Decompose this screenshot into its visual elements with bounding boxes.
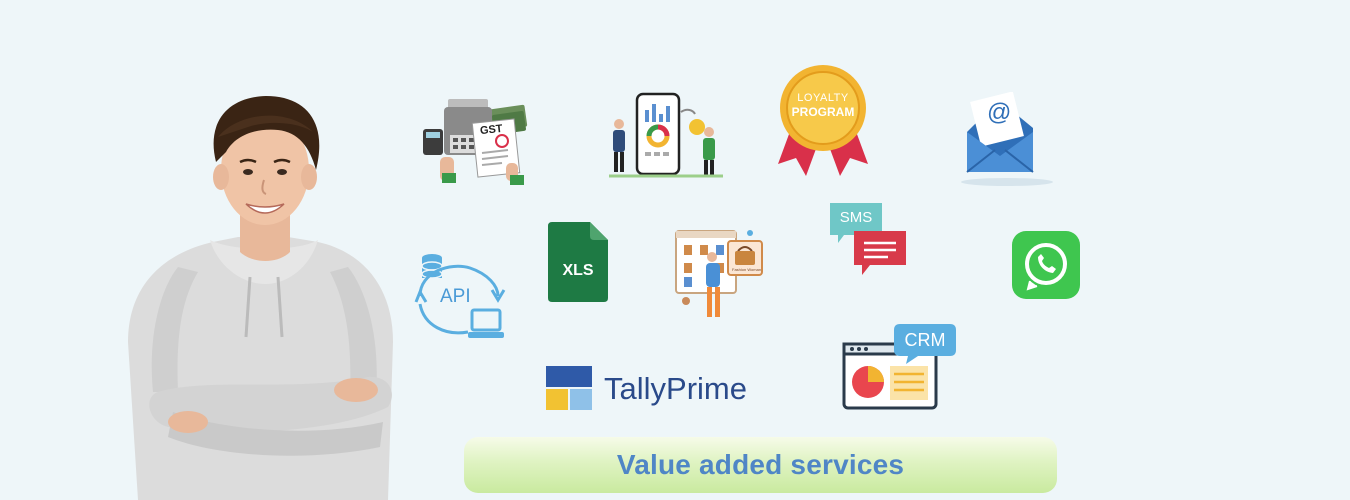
gst-label: GST	[479, 122, 504, 138]
banner-text: Value added services	[616, 449, 905, 480]
whatsapp-icon	[1012, 231, 1080, 299]
api-label: API	[440, 286, 471, 307]
sms-chat-icon	[830, 203, 906, 275]
smiling-man-illustration	[128, 96, 393, 500]
tallyprime-logo-icon	[546, 366, 592, 410]
xls-file-icon	[548, 222, 608, 302]
crm-dashboard-icon	[842, 324, 956, 410]
loyalty-line1-label: LOYALTY	[797, 92, 849, 104]
value-added-services-banner: Value added services	[464, 437, 1057, 493]
loyalty-program-badge-icon	[778, 65, 868, 176]
api-integration-icon	[414, 254, 506, 338]
sms-label: SMS	[839, 209, 873, 226]
analytics-dashboard-icon	[609, 92, 723, 178]
gst-billing-icon	[423, 99, 528, 185]
email-at-symbol: @	[987, 99, 1012, 126]
email-envelope-icon	[961, 92, 1053, 186]
crm-label: CRM	[904, 330, 946, 350]
loyalty-line2-label: PROGRAM	[791, 105, 855, 119]
xls-label: XLS	[562, 262, 594, 279]
fashion-store-icon	[675, 230, 763, 317]
tallyprime-wordmark: TallyPrime	[604, 371, 747, 406]
fashion-woman-label: Fashion Woman	[732, 267, 762, 272]
